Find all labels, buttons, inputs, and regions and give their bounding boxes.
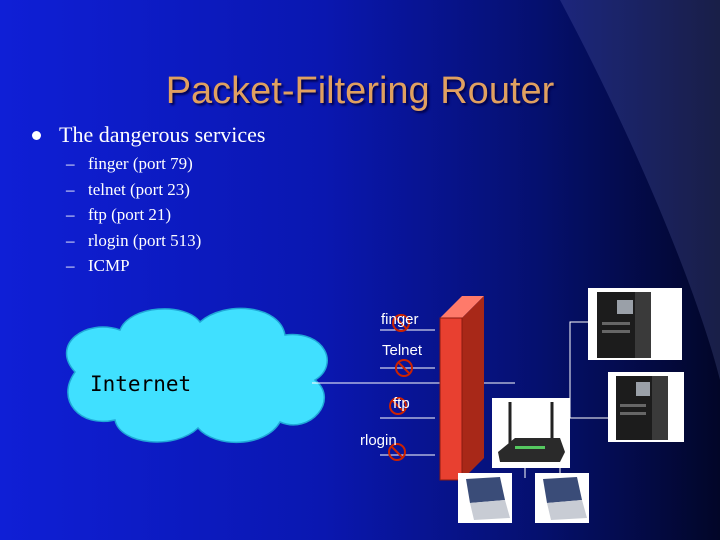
rlogin-label: rlogin (360, 432, 397, 449)
finger-label: finger (381, 311, 419, 328)
blocked-icon (395, 359, 413, 377)
server-icon (588, 288, 682, 360)
bullet-text: The dangerous services (59, 122, 266, 147)
service-item: –telnet (port 23) (66, 179, 190, 199)
firewall-icon (439, 296, 484, 481)
internet-label: Internet (90, 372, 192, 396)
laptop-icon (458, 473, 512, 523)
service-item: –ICMP (66, 256, 130, 275)
blocked-icon (388, 443, 406, 461)
service-item: –finger (port 79) (66, 154, 193, 173)
server-icon (608, 372, 684, 442)
link-line (569, 370, 610, 419)
background-curve (560, 0, 720, 380)
service-list: –finger (port 79) –telnet (port 23) –ftp… (66, 151, 201, 279)
bullet-dot-icon (32, 130, 41, 140)
router-icon (492, 398, 570, 468)
slide-title: Packet-Filtering Router (165, 70, 555, 112)
bullet-item: The dangerous services (32, 122, 265, 148)
blocked-icon (389, 397, 407, 415)
ftp-label: ftp (393, 395, 410, 412)
laptop-icon (535, 473, 589, 523)
telnet-label: Telnet (382, 342, 423, 359)
service-item: –ftp (port 21) (66, 205, 172, 224)
internet-cloud-icon (65, 307, 328, 444)
service-item: –rlogin (port 513) (66, 230, 202, 250)
blocked-icon (392, 314, 410, 332)
